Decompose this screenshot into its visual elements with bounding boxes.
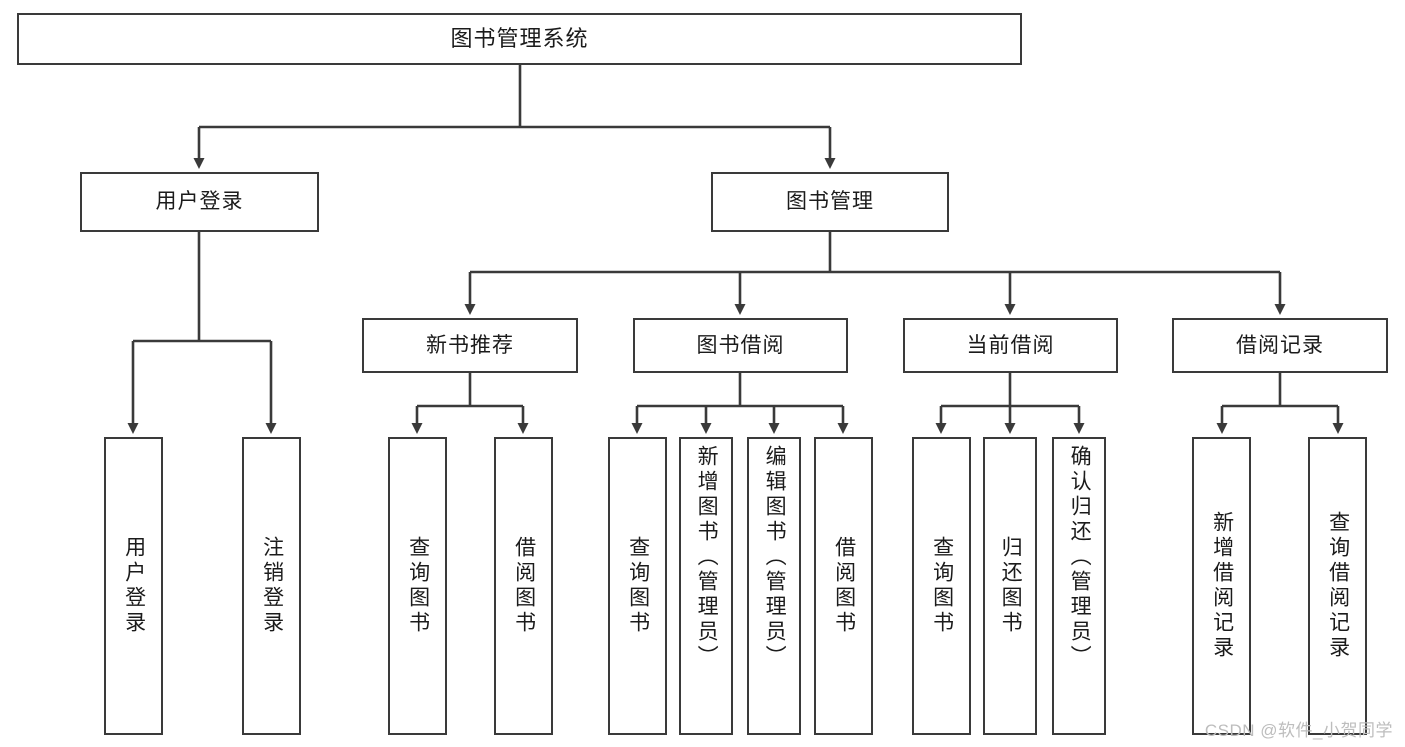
node-label: 确认归还（管理员） bbox=[1068, 445, 1092, 670]
node-leaf-query-book-3[interactable]: 查询图书 bbox=[912, 437, 971, 735]
node-leaf-add-book-admin[interactable]: 新增图书（管理员） bbox=[679, 437, 733, 735]
node-leaf-edit-book-admin[interactable]: 编辑图书（管理员） bbox=[747, 437, 801, 735]
node-label: 借阅图书 bbox=[512, 536, 536, 636]
node-label: 图书管理系统 bbox=[450, 25, 589, 51]
node-label: 借阅图书 bbox=[832, 536, 856, 636]
node-label: 归还图书 bbox=[999, 536, 1023, 636]
node-borrow-record[interactable]: 借阅记录 bbox=[1172, 318, 1388, 373]
node-leaf-borrow-book-2[interactable]: 借阅图书 bbox=[814, 437, 873, 735]
node-leaf-borrow-book-1[interactable]: 借阅图书 bbox=[494, 437, 553, 735]
node-current-borrow[interactable]: 当前借阅 bbox=[903, 318, 1118, 373]
node-label: 用户登录 bbox=[155, 190, 244, 214]
node-leaf-query-book-1[interactable]: 查询图书 bbox=[388, 437, 447, 735]
node-label: 查询图书 bbox=[626, 536, 650, 636]
node-leaf-add-borrow-record[interactable]: 新增借阅记录 bbox=[1192, 437, 1251, 735]
node-label: 借阅记录 bbox=[1236, 333, 1324, 357]
node-user-login[interactable]: 用户登录 bbox=[80, 172, 319, 232]
node-label: 查询图书 bbox=[930, 536, 954, 636]
node-leaf-logout-login[interactable]: 注销登录 bbox=[242, 437, 301, 735]
node-label: 新增图书（管理员） bbox=[695, 445, 719, 670]
node-label: 图书管理 bbox=[786, 190, 874, 214]
node-book-manage[interactable]: 图书管理 bbox=[711, 172, 949, 232]
node-leaf-return-book[interactable]: 归还图书 bbox=[983, 437, 1037, 735]
node-book-borrow[interactable]: 图书借阅 bbox=[633, 318, 848, 373]
node-leaf-user-login[interactable]: 用户登录 bbox=[104, 437, 163, 735]
node-leaf-query-book-2[interactable]: 查询图书 bbox=[608, 437, 667, 735]
node-label: 新书推荐 bbox=[426, 333, 514, 357]
node-label: 查询借阅记录 bbox=[1326, 511, 1350, 661]
node-root-book-management-system[interactable]: 图书管理系统 bbox=[17, 13, 1022, 65]
node-label: 查询图书 bbox=[406, 536, 430, 636]
node-label: 图书借阅 bbox=[696, 333, 785, 357]
node-label: 当前借阅 bbox=[966, 333, 1055, 357]
node-leaf-confirm-return-admin[interactable]: 确认归还（管理员） bbox=[1052, 437, 1106, 735]
node-new-book-recommend[interactable]: 新书推荐 bbox=[362, 318, 578, 373]
node-label: 注销登录 bbox=[260, 536, 284, 636]
node-label: 新增借阅记录 bbox=[1210, 511, 1234, 661]
node-label: 编辑图书（管理员） bbox=[763, 445, 787, 670]
node-leaf-query-borrow-record[interactable]: 查询借阅记录 bbox=[1308, 437, 1367, 735]
node-label: 用户登录 bbox=[122, 536, 146, 636]
